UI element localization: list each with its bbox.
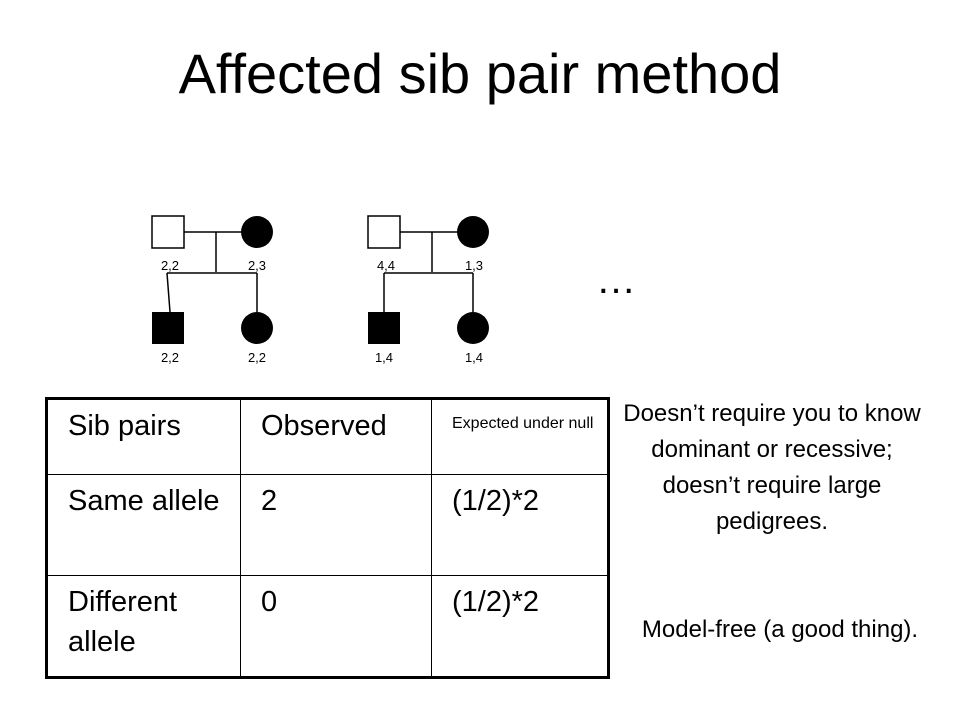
header-cell: Sib pairs bbox=[46, 398, 241, 475]
sib-pairs-table: Sib pairs Observed Expected under null S… bbox=[45, 397, 610, 679]
genotype-label: 2,3 bbox=[248, 258, 266, 273]
child-line bbox=[166, 272, 171, 313]
slide-title: Affected sib pair method bbox=[178, 42, 782, 105]
pedigree-1: 2,2 2,3 2,2 2,2 bbox=[151, 215, 273, 365]
header-cell: Expected under null bbox=[431, 398, 609, 475]
table-cell: Same allele bbox=[46, 474, 241, 576]
mother-symbol bbox=[241, 216, 273, 248]
table-cell: 2 bbox=[240, 474, 432, 576]
pedigree-diagrams: 2,2 2,3 2,2 2,2 4,4 1,3 1,4 1,4 bbox=[151, 215, 489, 365]
table-cell: (1/2)*2 bbox=[431, 575, 609, 678]
genotype-label: 1,3 bbox=[465, 258, 483, 273]
daughter-symbol bbox=[241, 312, 273, 344]
note-text: Doesn’t require you to know dominant or … bbox=[623, 400, 921, 535]
genotype-label: 2,2 bbox=[161, 350, 179, 365]
genotype-label: 1,4 bbox=[465, 350, 483, 365]
ellipsis: … bbox=[596, 258, 642, 302]
son-symbol bbox=[368, 312, 400, 344]
genotype-label: 1,4 bbox=[375, 350, 393, 365]
table-header-row: Sib pairs Observed Expected under null bbox=[46, 398, 609, 475]
table-row: Different allele 0 (1/2)*2 bbox=[46, 575, 609, 678]
father-symbol bbox=[151, 215, 185, 249]
table-row: Same allele 2 (1/2)*2 bbox=[46, 474, 609, 576]
genotype-label: 2,2 bbox=[248, 350, 266, 365]
header-cell: Observed bbox=[240, 398, 432, 475]
table-cell: 0 bbox=[240, 575, 432, 678]
genotype-label: 2,2 bbox=[161, 258, 179, 273]
daughter-symbol bbox=[457, 312, 489, 344]
table-cell: (1/2)*2 bbox=[431, 474, 609, 576]
father-symbol bbox=[367, 215, 401, 249]
mother-symbol bbox=[457, 216, 489, 248]
pedigree-2: 4,4 1,3 1,4 1,4 bbox=[367, 215, 489, 365]
table-cell: Different allele bbox=[46, 575, 241, 678]
genotype-label: 4,4 bbox=[377, 258, 395, 273]
son-symbol bbox=[152, 312, 184, 344]
note-text: Model-free (a good thing). bbox=[641, 616, 919, 643]
